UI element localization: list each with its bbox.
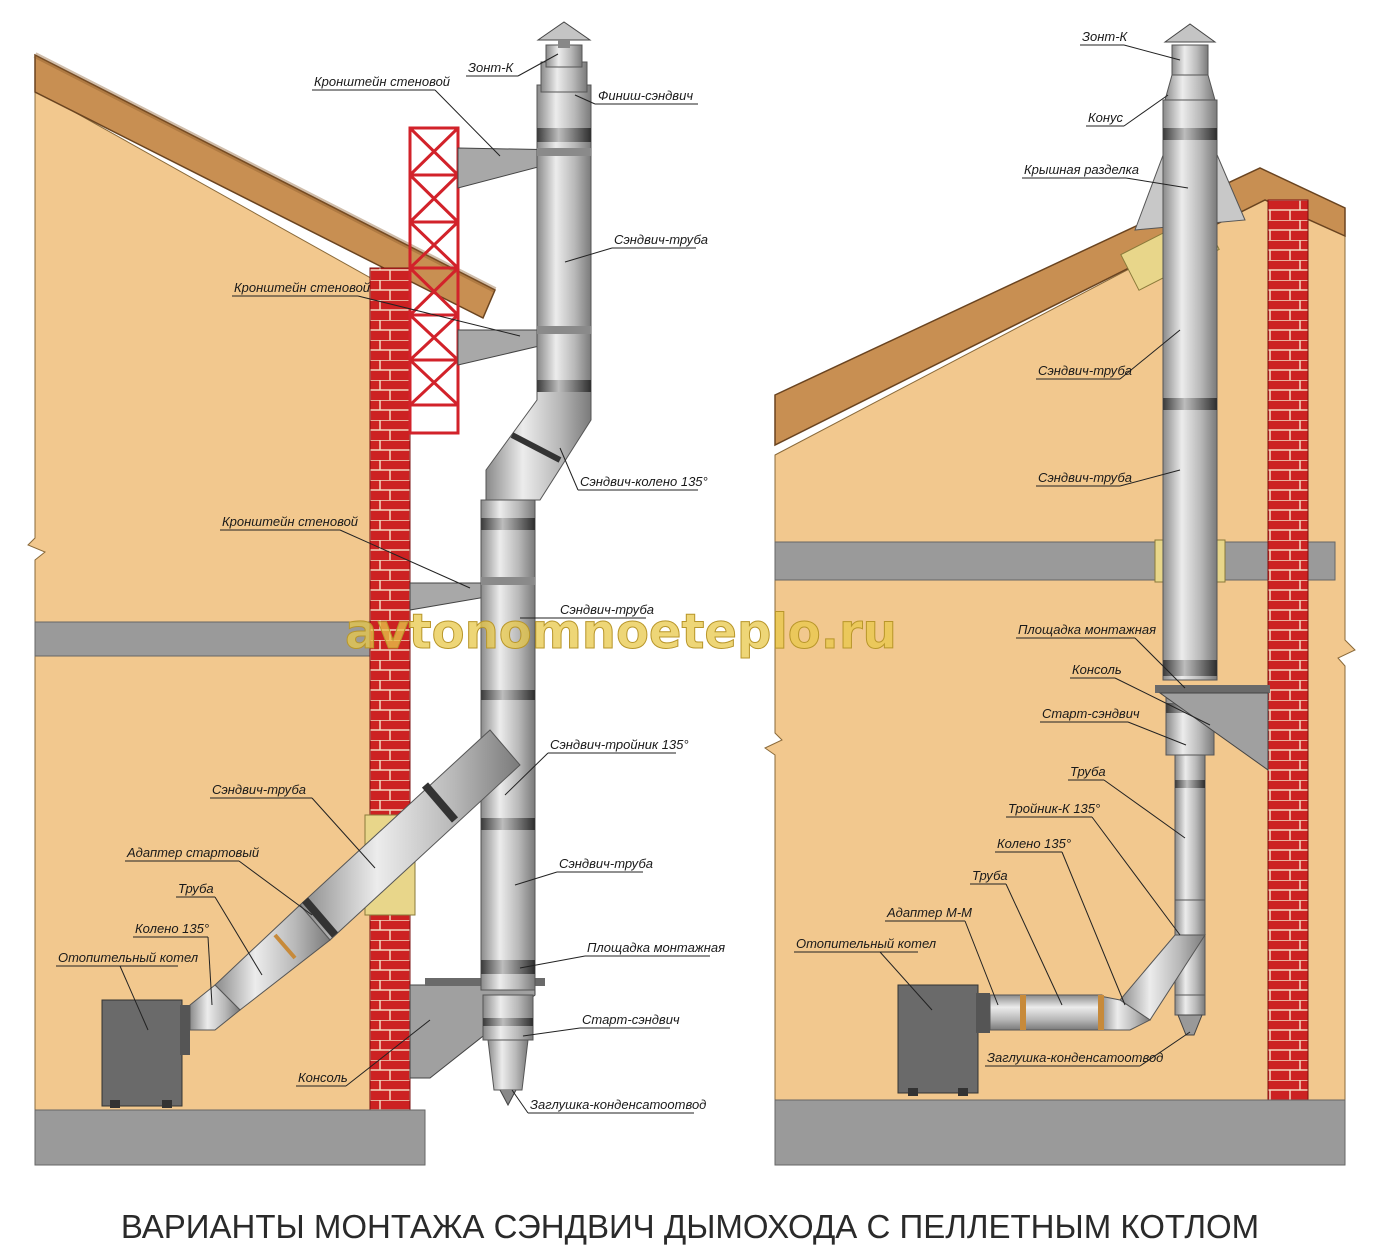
label-sandwich-tee: Сэндвич-тройник 135° bbox=[550, 737, 689, 752]
label-pipe: Труба bbox=[972, 868, 1008, 883]
left-chimney-upper bbox=[536, 21, 592, 386]
right-cone bbox=[1164, 74, 1216, 101]
left-inclined-branch bbox=[189, 729, 521, 1031]
label-elbow: Колено 135° bbox=[997, 836, 1071, 851]
left-brick-wall bbox=[369, 267, 411, 1111]
label-start-sandwich: Старт-сэндвич bbox=[582, 1012, 680, 1027]
label-sandwich-pipe: Сэндвич-труба bbox=[1038, 470, 1132, 485]
label-boiler: Отопительный котел bbox=[796, 936, 937, 951]
label-wall-bracket: Кронштейн стеновой bbox=[222, 514, 358, 529]
label-console: Консоль bbox=[298, 1070, 348, 1085]
label-elbow: Колено 135° bbox=[135, 921, 209, 936]
right-condensate-plug bbox=[1177, 1014, 1203, 1036]
label-umbrella: Зонт-К bbox=[1082, 29, 1129, 44]
left-wall-mast bbox=[408, 126, 460, 435]
right-callouts: Зонт-К Конус Крышная разделка Сэндвич-тр… bbox=[796, 29, 1163, 1065]
left-boiler bbox=[101, 999, 190, 1108]
right-boiler bbox=[897, 984, 990, 1096]
right-roof bbox=[774, 167, 1346, 447]
label-sandwich-pipe: Сэндвич-труба bbox=[1038, 363, 1132, 378]
right-brick-wall bbox=[1267, 199, 1309, 1101]
right-scene bbox=[764, 23, 1356, 1166]
left-roof bbox=[34, 53, 496, 320]
left-callouts: Зонт-К Финиш-сэндвич Кронштейн стеновой … bbox=[58, 60, 725, 1112]
label-condensate-plug: Заглушка-конденсатоотвод bbox=[987, 1050, 1163, 1065]
label-mounting-platform: Площадка монтажная bbox=[587, 940, 725, 955]
right-ground bbox=[774, 1099, 1346, 1166]
left-condensate-plug bbox=[487, 1039, 529, 1091]
label-start-sandwich: Старт-сэндвич bbox=[1042, 706, 1140, 721]
label-finish-sandwich: Финиш-сэндвич bbox=[598, 88, 693, 103]
right-horizontal-branch bbox=[989, 934, 1206, 1031]
label-boiler: Отопительный котел bbox=[58, 950, 199, 965]
label-wall-bracket: Кронштейн стеновой bbox=[314, 74, 450, 89]
watermark: avtonomnoeteplo.ru bbox=[345, 604, 897, 660]
label-pipe: Труба bbox=[178, 881, 214, 896]
right-console bbox=[1158, 692, 1269, 771]
label-sandwich-pipe: Сэндвич-труба bbox=[212, 782, 306, 797]
left-chimney-lower bbox=[480, 499, 536, 1107]
label-umbrella: Зонт-К bbox=[468, 60, 515, 75]
label-sandwich-pipe: Сэндвич-труба bbox=[614, 232, 708, 247]
label-condensate-plug: Заглушка-конденсатоотвод bbox=[530, 1097, 706, 1112]
left-ground bbox=[34, 1109, 426, 1166]
left-offset-elbows bbox=[485, 380, 592, 501]
right-umbrella-cap bbox=[1163, 23, 1217, 43]
right-floor-slab bbox=[774, 541, 1336, 581]
left-scene bbox=[27, 21, 592, 1166]
label-pipe: Труба bbox=[1070, 764, 1106, 779]
label-sandwich-elbow: Сэндвич-колено 135° bbox=[580, 474, 708, 489]
left-umbrella-cap bbox=[536, 21, 592, 41]
page-title: ВАРИАНТЫ МОНТАЖА СЭНДВИЧ ДЫМОХОДА С ПЕЛЛ… bbox=[121, 1208, 1259, 1245]
leader-lines bbox=[56, 44, 1211, 1114]
label-mounting-platform: Площадка монтажная bbox=[1018, 622, 1156, 637]
label-sandwich-pipe: Сэндвич-труба bbox=[560, 602, 654, 617]
label-tee: Тройник-К 135° bbox=[1008, 801, 1100, 816]
label-console: Консоль bbox=[1072, 662, 1122, 677]
label-roof-cut: Крышная разделка bbox=[1024, 162, 1139, 177]
label-sandwich-pipe: Сэндвич-труба bbox=[559, 856, 653, 871]
left-floor-slab bbox=[34, 621, 371, 657]
label-start-adapter: Адаптер стартовый bbox=[126, 845, 259, 860]
label-wall-bracket: Кронштейн стеновой bbox=[234, 280, 370, 295]
label-adapter-mm: Адаптер М-М bbox=[886, 905, 972, 920]
label-cone: Конус bbox=[1088, 110, 1124, 125]
